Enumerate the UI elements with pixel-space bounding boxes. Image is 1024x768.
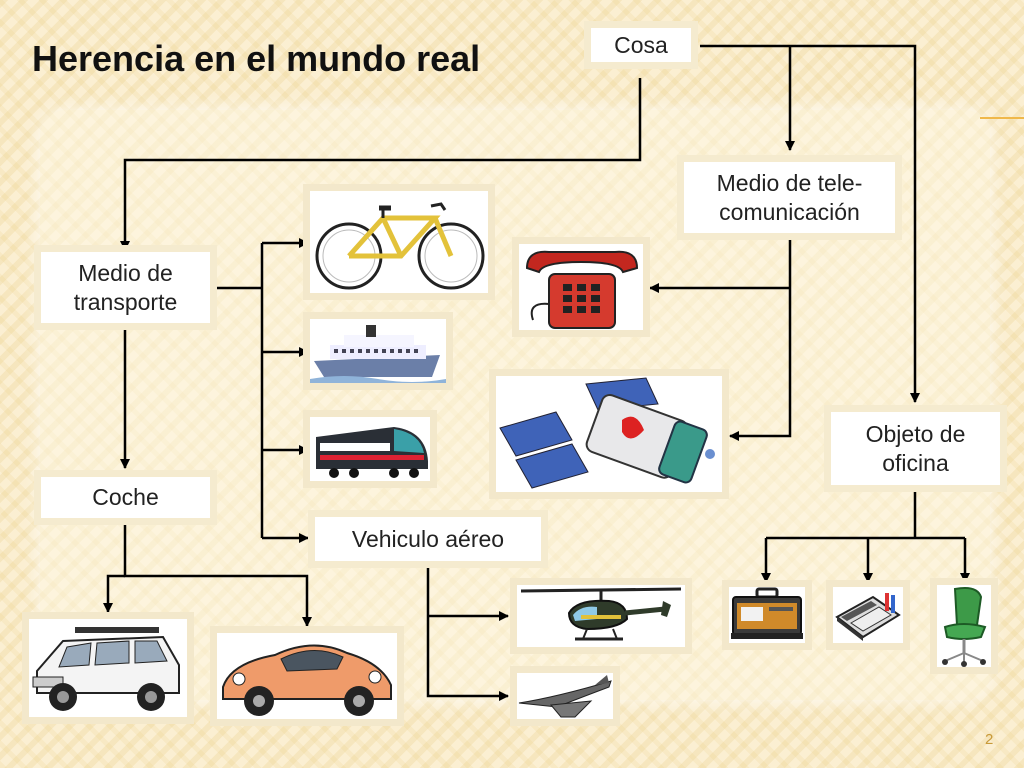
node-telecom-line1: Medio de tele-: [716, 169, 863, 196]
train-icon: [316, 427, 428, 478]
node-cosa-label: Cosa: [614, 31, 668, 58]
node-objeto-oficina: Objeto de oficina: [824, 405, 1007, 492]
page-number: 2: [985, 731, 994, 748]
office-chair-icon: [942, 587, 987, 667]
sports-car-image: [210, 626, 404, 726]
helicopter-icon: [520, 587, 682, 641]
organizer-image: [826, 580, 910, 650]
briefcase-icon: [731, 587, 803, 639]
suv-image: [22, 612, 194, 724]
telephone-icon: [525, 250, 639, 329]
bicycle-image: [303, 184, 495, 300]
slide-title: Herencia en el mundo real: [32, 38, 481, 79]
node-medio-telecomunicacion: Medio de tele- comunicación: [677, 155, 902, 240]
helicopter-image: [510, 578, 692, 654]
organizer-icon: [835, 593, 901, 641]
jet-icon: [518, 675, 612, 718]
node-medio-transporte: Medio de transporte: [34, 245, 217, 330]
ship-icon: [310, 325, 446, 383]
briefcase-image: [722, 580, 812, 650]
ship-image: [303, 312, 453, 390]
suv-icon: [32, 627, 180, 711]
node-oficina-line1: Objeto de: [865, 420, 966, 447]
node-telecom-line2: comunicación: [719, 198, 860, 225]
jet-image: [510, 666, 620, 726]
telephone-image: [512, 237, 650, 337]
satellite-image: [489, 369, 729, 499]
node-oficina-line2: oficina: [882, 449, 949, 476]
node-aereo-label: Vehiculo aéreo: [351, 525, 505, 552]
node-cosa: Cosa: [584, 21, 698, 69]
node-coche-label: Coche: [92, 484, 159, 511]
office-chair-image: [930, 578, 998, 674]
satellite-icon: [499, 377, 715, 489]
node-transporte-line2: transporte: [73, 288, 178, 315]
bicycle-icon: [315, 202, 485, 290]
node-transporte-line1: Medio de: [78, 259, 173, 286]
node-vehiculo-aereo: Vehiculo aéreo: [308, 510, 548, 568]
train-image: [303, 410, 437, 488]
accent-line: [980, 117, 1024, 119]
sports-car-icon: [222, 644, 392, 716]
node-coche: Coche: [34, 470, 217, 525]
